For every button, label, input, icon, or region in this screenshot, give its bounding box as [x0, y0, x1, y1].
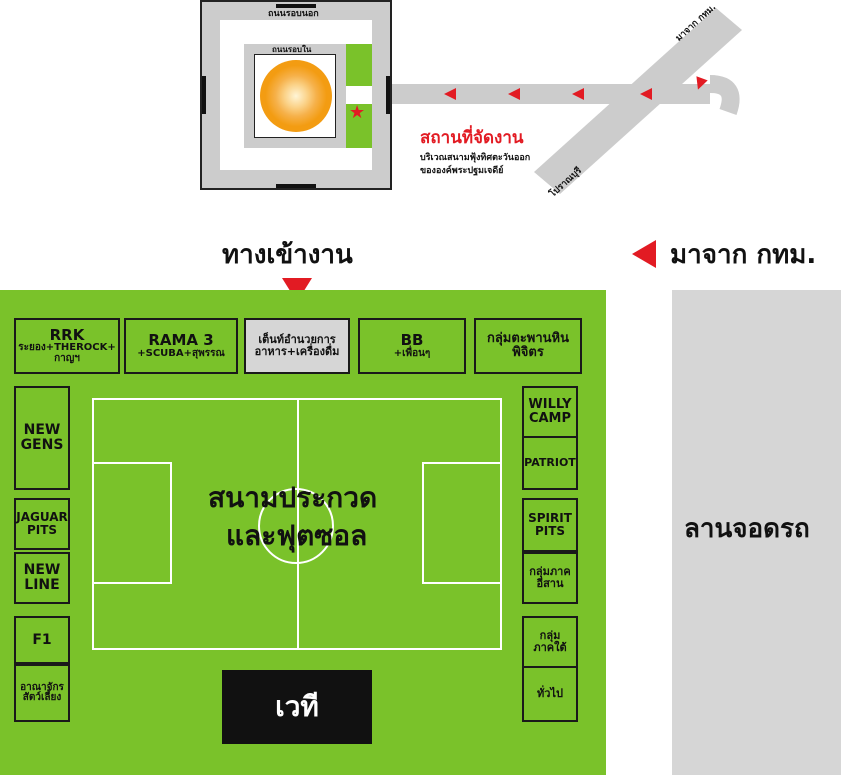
venue-star-icon: ★	[349, 102, 366, 123]
booth-title: SPIRIT	[528, 511, 572, 526]
road-arrow-4	[640, 88, 652, 100]
booth-jaguar-pits: JAGUAR PITS	[14, 498, 70, 550]
booth-sub: ระยอง+THEROCK+	[18, 342, 116, 354]
outer-road-marker-top	[276, 4, 316, 8]
booth-organizer-tent: เต็นท์อำนวยการ อาหาร+เครื่องดื่ม	[244, 318, 350, 374]
booth-title: อาณาจักร	[20, 681, 64, 693]
venue-line-2: ขององค์พระปฐมเจดีย์	[420, 166, 504, 176]
booth-title: BB	[400, 330, 424, 349]
booth-isan-group: กลุ่มภาค อีสาน	[522, 552, 578, 604]
booth-sub: +SCUBA+สุพรรณ	[137, 347, 225, 359]
booth-rrk: RRK ระยอง+THEROCK+ กาญฯ	[14, 318, 120, 374]
booth-title: กลุ่มตะพานหิน	[486, 331, 570, 347]
from-bangkok-arrow-icon	[632, 240, 656, 268]
road-arrow-3	[572, 88, 584, 100]
field-label-line-2: และฟุตซอล	[226, 519, 368, 552]
diagonal-road	[534, 8, 742, 194]
booth-pet-kingdom: อาณาจักร สัตว์เลี้ยง	[14, 664, 70, 722]
booth-title: ทั่วไป	[537, 687, 563, 701]
field-penalty-box-right	[422, 462, 500, 584]
entrance-label: ทางเข้างาน	[222, 240, 353, 270]
booth-rama3: RAMA 3 +SCUBA+สุพรรณ	[124, 318, 238, 374]
booth-title: JAGUAR	[16, 510, 68, 525]
venue-line-1: บริเวณสนามฟุ้งทิศตะวันออก	[420, 153, 531, 163]
booth-general: ทั่วไป	[522, 666, 578, 722]
booth-sub: พิจิตร	[512, 345, 544, 360]
booth-spirit-pits: SPIRIT PITS	[522, 498, 578, 552]
booth-bb: BB +เพื่อนๆ	[358, 318, 466, 374]
road-arrow-2	[508, 88, 520, 100]
field-label-line-1: สนามประกวด	[208, 481, 378, 514]
booth-sub: อาหาร+เครื่องดื่ม	[254, 345, 340, 358]
booth-f1: F1	[14, 616, 70, 664]
booth-new-line: NEW LINE	[14, 552, 70, 604]
parking-label: ลานจอดรถ	[684, 514, 810, 544]
green-lot-upper	[346, 44, 372, 86]
booth-sub: PITS	[26, 523, 58, 537]
football-field: สนามประกวด และฟุตซอล	[92, 398, 502, 650]
outer-road-marker-right	[386, 76, 390, 114]
stage-label: เวที	[275, 690, 319, 723]
venue-area: RRK ระยอง+THEROCK+ กาญฯ RAMA 3 +SCUBA+สุ…	[0, 290, 606, 775]
booth-taphan-hin: กลุ่มตะพานหิน พิจิตร	[474, 318, 582, 374]
booth-title: F1	[32, 631, 52, 648]
outer-road-marker-left	[202, 76, 206, 114]
booth-title: WILLY	[528, 397, 572, 413]
field-penalty-box-left	[94, 462, 172, 584]
booth-new-gens: NEW GENS	[14, 386, 70, 490]
booth-sub: GENS	[20, 437, 64, 453]
inner-road-label: ถนนรอบใน	[272, 45, 312, 54]
venue-title: สถานที่จัดงาน	[420, 128, 524, 148]
booth-title: NEW	[23, 422, 61, 439]
booth-title: กลุ่มภาค	[529, 565, 571, 579]
booth-south-group: กลุ่ม ภาคใต้	[522, 616, 578, 668]
booth-title: กลุ่ม	[539, 629, 561, 643]
booth-sub: สัตว์เลี้ยง	[22, 692, 62, 703]
booth-title: เต็นท์อำนวยการ	[258, 333, 336, 347]
booth-willy-camp: WILLY CAMP	[522, 386, 578, 438]
outer-road-label: ถนนรอบนอก	[268, 9, 319, 19]
booth-title: PATRIOT	[524, 456, 576, 470]
booth-sub: +เพื่อนๆ	[393, 347, 431, 359]
stage: เวที	[222, 670, 372, 744]
field-center-circle	[258, 488, 334, 564]
booth-sub: PITS	[534, 524, 566, 538]
pagoda-icon	[260, 60, 332, 132]
road-arrow-1	[444, 88, 456, 100]
from-bangkok-label: มาจาก กทม.	[670, 240, 817, 270]
booth-title: NEW	[23, 562, 61, 579]
booth-title: RAMA 3	[148, 330, 214, 349]
booth-sub: ภาคใต้	[533, 641, 567, 654]
parking-area: ลานจอดรถ	[672, 290, 841, 775]
outer-road-marker-bottom	[276, 184, 316, 188]
booth-sub: CAMP	[528, 411, 572, 426]
booth-title: RRK	[49, 325, 85, 344]
green-lot-lower	[346, 104, 372, 148]
booth-sub: อีสาน	[536, 577, 564, 590]
booth-sub: กาญฯ	[54, 352, 80, 364]
booth-sub: LINE	[24, 577, 60, 593]
booth-patriot: PATRIOT	[522, 436, 578, 490]
